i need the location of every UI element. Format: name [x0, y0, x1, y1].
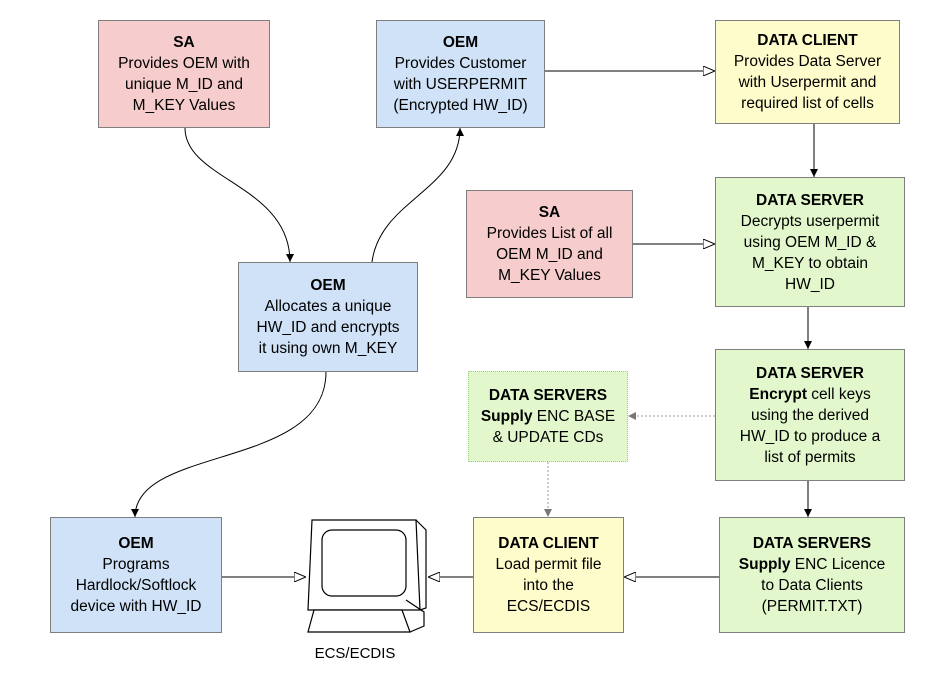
box-line: using the derived [750, 406, 870, 424]
bold-word: Encrypt [749, 385, 807, 403]
arrow-oem-mid-to-oem-top [371, 127, 464, 263]
box-title: DATA CLIENT [757, 32, 858, 49]
box-line: with USERPERMIT [393, 76, 528, 93]
box-line: Provides Data Server [733, 53, 882, 70]
box-line: Hardlock/Softlock [75, 577, 197, 594]
monitor-icon [307, 519, 427, 633]
box-title: SA [173, 34, 195, 51]
box-title: DATA SERVERS [488, 387, 608, 404]
box-line: Load permit file [495, 556, 602, 573]
box-line: unique M_ID and [124, 76, 244, 93]
box-line: device with HW_ID [70, 598, 202, 615]
oem-provides-customer-box: OEM Provides Customer with USERPERMIT (E… [376, 20, 545, 128]
box-line: Encrypt cell keys [749, 384, 870, 405]
box-line: Supply ENC BASE [481, 406, 615, 427]
box-line: HW_ID and encrypts [256, 319, 400, 336]
monitor-label: ECS/ECDIS [314, 645, 396, 662]
box-line: Decrypts userpermit [740, 212, 880, 230]
box-title: DATA SERVER [756, 364, 864, 382]
box-line: into the [523, 577, 574, 594]
sa-provides-list-box: SA Provides List of all OEM M_ID and M_K… [466, 190, 633, 298]
sa-provides-oem-box: SA Provides OEM with unique M_ID and M_K… [98, 20, 270, 128]
box-line: using OEM M_ID & [743, 233, 877, 251]
data-client-load-box: DATA CLIENT Load permit file into the EC… [473, 517, 624, 633]
bold-word: Supply [480, 408, 533, 425]
data-servers-licence-box: DATA SERVERS Supply ENC Licence to Data … [719, 517, 905, 633]
box-line: M_KEY to obtain [751, 254, 869, 272]
bold-word: Supply [738, 556, 791, 573]
line-rest: ENC Licence [790, 556, 886, 573]
data-client-provides-box: DATA CLIENT Provides Data Server with Us… [715, 20, 900, 124]
box-title: DATA CLIENT [498, 535, 599, 552]
box-line: HW_ID to produce a [739, 427, 881, 445]
line-rest: cell keys [806, 385, 871, 403]
box-title: DATA SERVERS [752, 535, 872, 552]
box-line: with Userpermit and [738, 74, 877, 91]
box-line: Provides Customer [394, 55, 527, 72]
box-title: OEM [310, 277, 346, 294]
box-line: & UPDATE CDs [492, 429, 604, 446]
box-line: (Encrypted HW_ID) [393, 97, 528, 114]
box-line: Provides OEM with [118, 55, 250, 72]
box-line: ECS/ECDIS [506, 598, 591, 615]
box-title: OEM [442, 34, 479, 51]
box-line: Programs [102, 556, 170, 573]
data-server-decrypts-box: DATA SERVER Decrypts userpermit using OE… [715, 177, 905, 307]
box-title: DATA SERVER [756, 191, 864, 209]
box-line: it using own M_KEY [258, 340, 398, 357]
box-line: required list of cells [741, 95, 874, 112]
box-line: HW_ID [785, 275, 835, 293]
box-line: list of permits [764, 448, 856, 466]
oem-allocates-box: OEM Allocates a unique HW_ID and encrypt… [238, 262, 418, 372]
arrow-oem-mid-to-oem-bottom [131, 371, 327, 518]
box-line: M_KEY Values [132, 97, 236, 114]
data-server-encrypt-box: DATA SERVER Encrypt cell keys using the … [715, 349, 905, 481]
box-line: to Data Clients [761, 577, 863, 594]
box-title: SA [538, 204, 561, 221]
box-line: M_KEY Values [498, 267, 601, 284]
data-servers-supply-cds-box: DATA SERVERS Supply ENC BASE & UPDATE CD… [468, 371, 628, 462]
box-line: Provides List of all [486, 225, 613, 242]
box-line: Supply ENC Licence [739, 554, 885, 575]
box-title: OEM [118, 535, 154, 552]
box-line: OEM M_ID and [496, 246, 603, 263]
line-rest: ENC BASE [532, 408, 616, 425]
box-line: Allocates a unique [264, 298, 392, 315]
box-line: (PERMIT.TXT) [761, 598, 863, 615]
oem-programs-box: OEM Programs Hardlock/Softlock device wi… [50, 517, 222, 633]
arrow-sa-to-oem-mid [184, 127, 294, 263]
